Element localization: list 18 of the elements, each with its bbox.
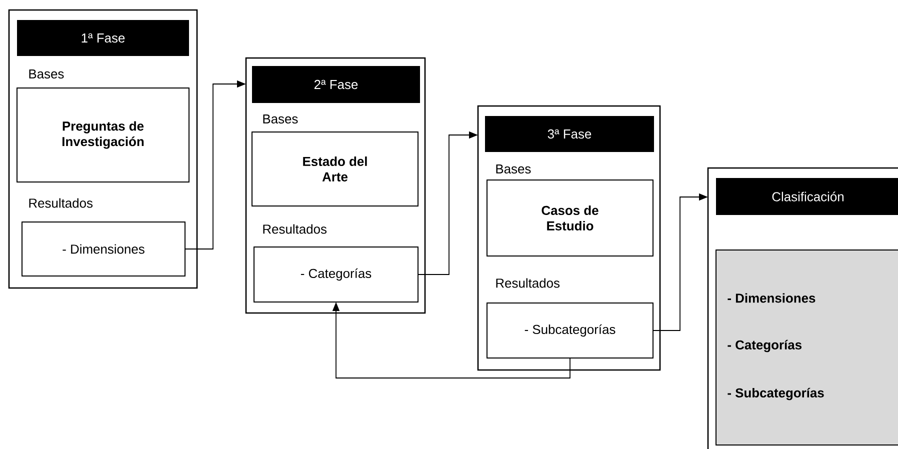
basis-box: Estado del Arte (252, 132, 418, 206)
phase-header: 1ª Fase (17, 20, 189, 56)
classification-box: - Dimensiones - Categorías - Subcategorías (716, 250, 898, 446)
section-label: Resultados (263, 224, 327, 234)
result-box: - Dimensiones (22, 222, 186, 276)
phase-header: 3ª Fase (485, 116, 654, 152)
section-label: Bases (496, 164, 531, 174)
phase-header: Clasificación (716, 178, 898, 215)
phase-panel (707, 167, 898, 449)
section-label: Bases (263, 114, 298, 124)
section-label: Resultados (496, 278, 560, 288)
phase-header: 2ª Fase (252, 66, 420, 103)
basis-box: Casos de Estudio (486, 180, 654, 256)
result-box: - Categorías (254, 246, 418, 302)
section-label: Resultados (29, 198, 93, 208)
basis-box: Preguntas de Investigación (16, 88, 190, 182)
result-box: - Subcategorías (486, 302, 654, 358)
section-label: Bases (29, 69, 64, 78)
